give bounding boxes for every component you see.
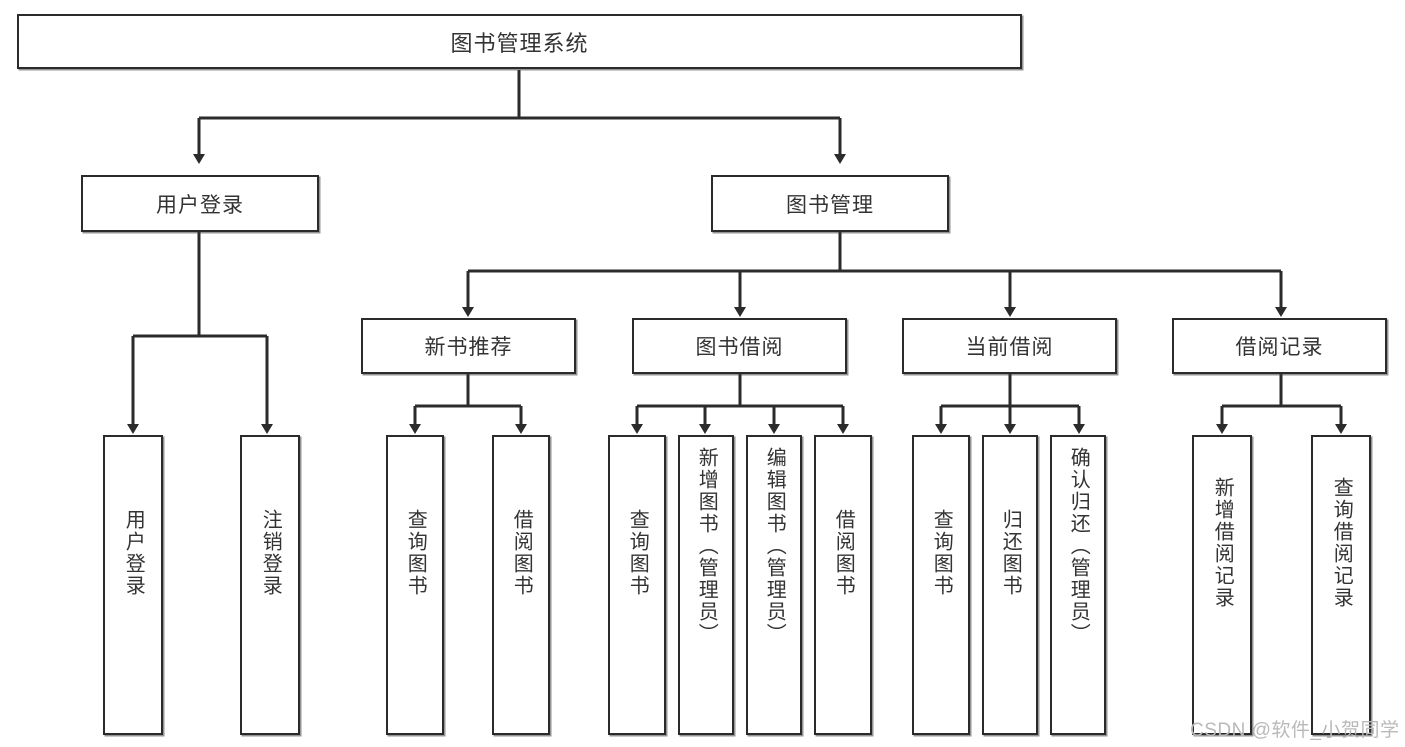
node-leaf-query-book-borrow[interactable]: 查询图书: [608, 435, 666, 735]
node-label: 借阅图书: [832, 509, 855, 597]
node-label: 查询图书: [626, 509, 649, 597]
node-label: 图书管理: [786, 193, 874, 217]
node-leaf-add-book-admin[interactable]: 新增图书（管理员）: [678, 435, 734, 735]
node-leaf-add-borrow-record[interactable]: 新增借阅记录: [1192, 435, 1252, 735]
node-label: 当前借阅: [965, 336, 1054, 359]
node-book-management[interactable]: 图书管理: [711, 175, 949, 232]
node-label: 编辑图书（管理员）: [763, 447, 786, 645]
node-leaf-query-borrow-record[interactable]: 查询借阅记录: [1311, 435, 1371, 735]
node-leaf-logout[interactable]: 注销登录: [240, 435, 300, 735]
node-leaf-user-login[interactable]: 用户登录: [103, 435, 163, 735]
node-leaf-confirm-return-admin[interactable]: 确认归还（管理员）: [1050, 435, 1106, 735]
node-leaf-query-book-current[interactable]: 查询图书: [912, 435, 970, 735]
node-label: 归还图书: [999, 509, 1022, 597]
node-current-borrow[interactable]: 当前借阅: [902, 318, 1117, 374]
node-leaf-edit-book-admin[interactable]: 编辑图书（管理员）: [746, 435, 802, 735]
node-label: 借阅图书: [510, 509, 533, 597]
node-leaf-borrow-book-recommend[interactable]: 借阅图书: [492, 435, 550, 735]
node-borrow-records[interactable]: 借阅记录: [1172, 318, 1387, 374]
node-label: 新增借阅记录: [1211, 477, 1234, 609]
node-label: 图书管理系统: [450, 30, 589, 56]
node-label: 图书借阅: [695, 336, 784, 359]
node-label: 查询图书: [404, 509, 427, 597]
node-root-system[interactable]: 图书管理系统: [17, 14, 1022, 69]
node-new-book-recommend[interactable]: 新书推荐: [361, 318, 576, 374]
node-label: 新增图书（管理员）: [695, 447, 718, 645]
node-label: 确认归还（管理员）: [1067, 447, 1090, 645]
node-leaf-return-book[interactable]: 归还图书: [982, 435, 1038, 735]
node-leaf-query-book-recommend[interactable]: 查询图书: [386, 435, 444, 735]
node-label: 查询借阅记录: [1330, 477, 1353, 609]
node-book-borrow[interactable]: 图书借阅: [632, 318, 847, 374]
node-label: 借阅记录: [1235, 336, 1324, 359]
node-user-login[interactable]: 用户登录: [81, 175, 319, 232]
node-label: 用户登录: [156, 193, 244, 217]
watermark-text: CSDN @软件_小贺同学: [1190, 720, 1400, 741]
node-label: 查询图书: [930, 509, 953, 597]
node-label: 新书推荐: [424, 336, 513, 359]
node-label: 用户登录: [122, 509, 145, 597]
node-leaf-borrow-book[interactable]: 借阅图书: [814, 435, 872, 735]
node-label: 注销登录: [259, 509, 282, 597]
